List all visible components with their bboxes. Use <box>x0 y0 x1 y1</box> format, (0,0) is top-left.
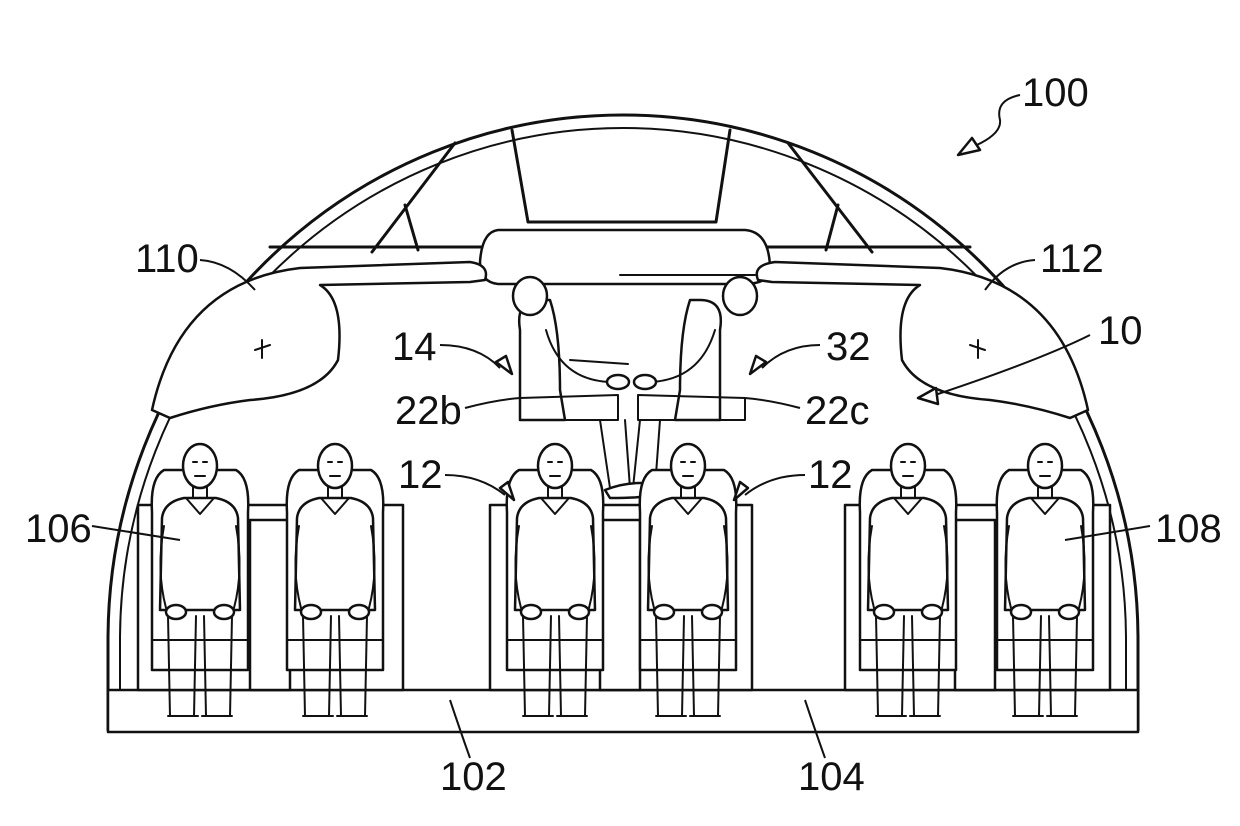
seat-block-left <box>136 442 405 718</box>
label-108: 108 <box>1155 507 1222 551</box>
label-12-left: 12 <box>398 453 443 497</box>
label-32: 32 <box>826 325 871 369</box>
label-110: 110 <box>135 237 199 281</box>
seat-block-center <box>488 442 754 718</box>
ceiling-frame <box>510 128 732 224</box>
label-102: 102 <box>440 755 507 799</box>
overhead-bin-left <box>150 260 488 420</box>
label-104: 104 <box>798 755 865 799</box>
upper-seat-person-right <box>632 275 759 489</box>
overhead-bin-right <box>755 260 1090 420</box>
cabin-floor <box>106 688 1140 734</box>
label-106: 106 <box>25 507 92 551</box>
label-22c: 22c <box>805 389 870 433</box>
label-12-right: 12 <box>808 453 853 497</box>
upper-seat-person-left <box>511 275 631 489</box>
label-10: 10 <box>1098 309 1143 353</box>
label-100: 100 <box>1022 71 1089 115</box>
label-14: 14 <box>392 325 437 369</box>
label-112: 112 <box>1040 237 1104 281</box>
label-22b: 22b <box>395 389 462 433</box>
seat-block-right <box>843 442 1112 718</box>
